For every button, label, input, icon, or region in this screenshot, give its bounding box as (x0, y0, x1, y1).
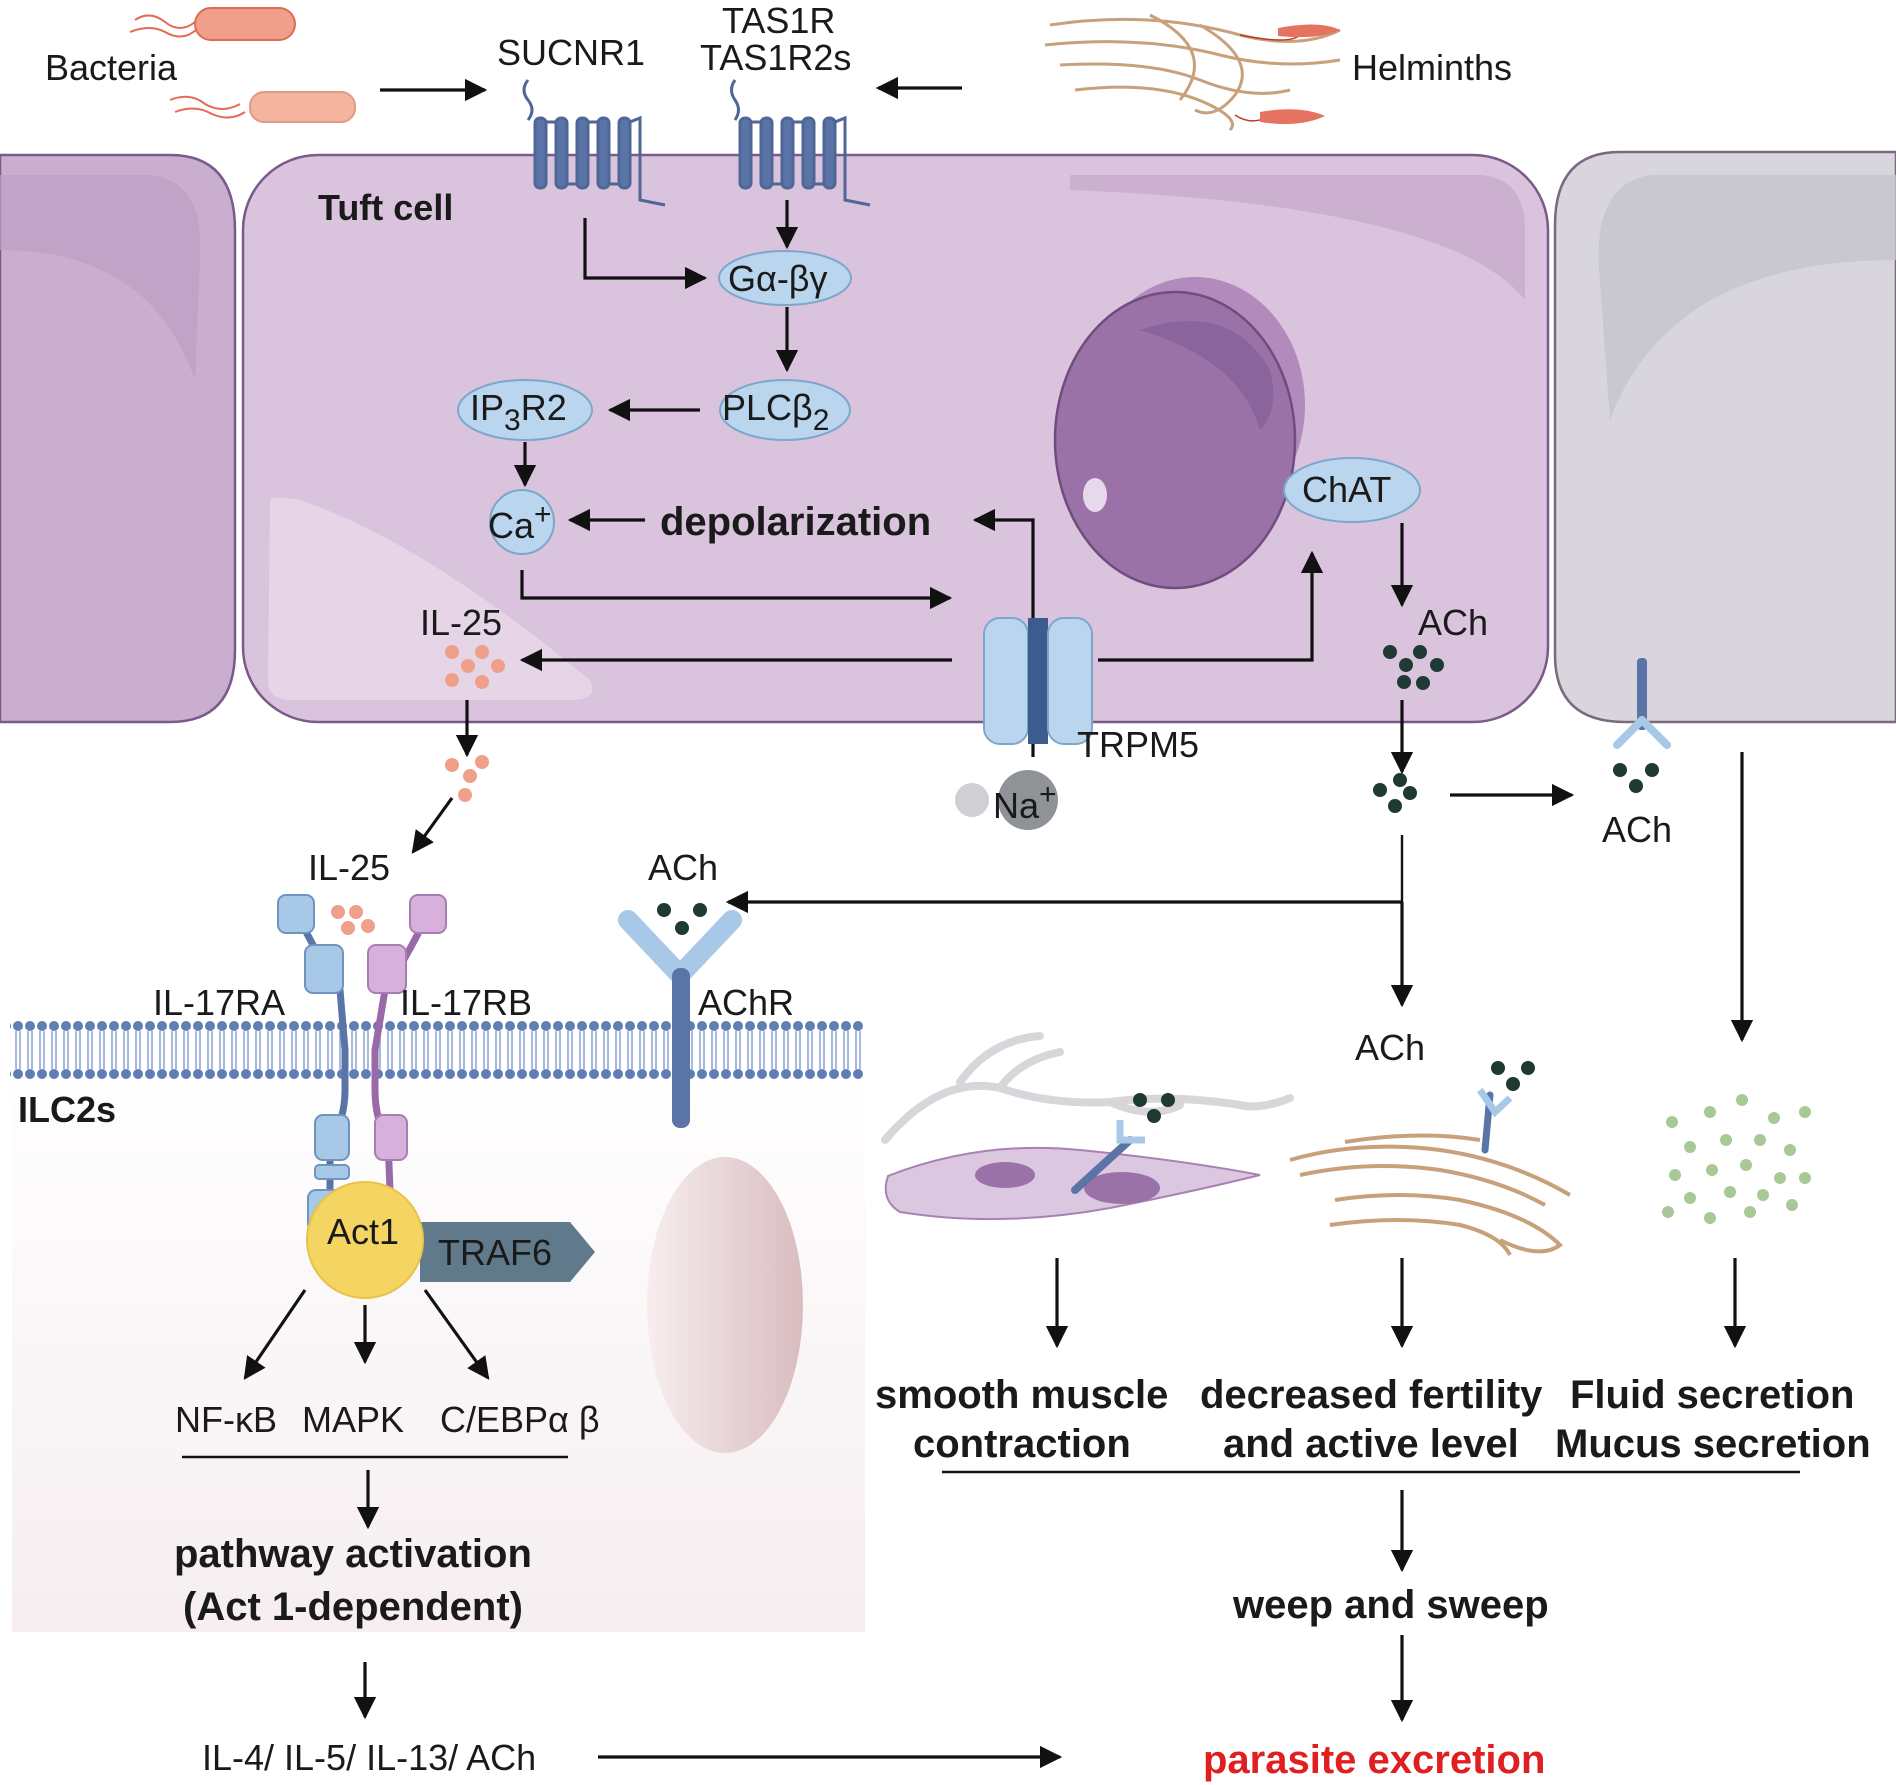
achr-label: AChR (698, 982, 794, 1023)
nucleus-shine (1140, 321, 1274, 430)
tuft-ach-dots (1383, 645, 1444, 690)
ip3r2-oval (457, 379, 593, 441)
depolarization-label: depolarization (660, 500, 931, 544)
traf6-shape (420, 1222, 595, 1282)
sucnr1-to-gprotein-arrow (583, 218, 708, 290)
ilc2-ach-dots (657, 903, 707, 935)
traf6-label: TRAF6 (438, 1232, 552, 1273)
sucnr1-label: SUCNR1 (497, 32, 645, 73)
cebp-label: C/EBPα β (440, 1399, 600, 1440)
pathway-line2: (Act 1-dependent) (183, 1585, 523, 1629)
tas1r-receptor-icon (730, 79, 871, 207)
secretion-dots-icon (1662, 1094, 1811, 1224)
left-neighbor-highlight (0, 175, 201, 380)
tuft-cell-title: Tuft cell (318, 187, 453, 228)
neighbor-ach-label: ACh (1602, 809, 1672, 850)
il25-released-dots (445, 755, 489, 802)
parasite-excretion-label: parasite excretion (1203, 1738, 1545, 1782)
tuft-il25-dots (445, 645, 505, 689)
act1-to-cebp-arrow (423, 1289, 490, 1380)
bacteria-label: Bacteria (45, 47, 178, 88)
act1-circle (306, 1181, 424, 1299)
tuft-cell-highlight-top (1070, 175, 1525, 300)
neighbor-ach-dots (1613, 763, 1659, 793)
sodium-label: Na+ (993, 778, 1057, 826)
sodium-ion (998, 770, 1058, 830)
calcium-circle (489, 489, 555, 555)
smooth-muscle-line2: contraction (913, 1422, 1131, 1466)
tuft-cell-highlight-bottom (268, 497, 593, 700)
fluid-line2: Mucus secretion (1555, 1422, 1871, 1466)
plc-oval (719, 379, 851, 441)
il25-to-receptor-arrow (411, 797, 454, 854)
released-ach-dots (1373, 773, 1417, 813)
helminth-head-2 (1260, 109, 1325, 124)
ilc2-il25-label: IL-25 (308, 847, 390, 888)
fluid-line1: Fluid secretion (1570, 1373, 1855, 1417)
act1-to-nfkb-arrow (243, 1289, 307, 1380)
smooth-muscle-ach-dots (1133, 1093, 1175, 1123)
smooth-muscle-icon (881, 1032, 1294, 1221)
il17rb-receptor-icon (367, 894, 447, 1191)
act1-label: Act1 (327, 1211, 399, 1252)
weep-sweep-label: weep and sweep (1232, 1583, 1549, 1627)
il17rb-label: IL-17RB (400, 982, 532, 1023)
trpm5-channel-icon (983, 617, 1093, 745)
chat-label: ChAT (1302, 469, 1391, 510)
nucleus-spot (1083, 478, 1107, 512)
neighbor-ach-receptor-icon (1613, 658, 1671, 749)
chat-oval (1283, 457, 1421, 523)
right-neighbor-highlight (1598, 175, 1896, 420)
il17ra-label: IL-17RA (153, 982, 285, 1023)
fertility-line2: and active level (1223, 1422, 1519, 1466)
calcium-label: Ca+ (488, 498, 552, 546)
trpm5-to-chat-arrow (1098, 550, 1324, 662)
worm-ach-dots (1491, 1061, 1535, 1091)
fertility-line1: decreased fertility (1200, 1373, 1543, 1417)
g-protein-oval (718, 250, 852, 306)
ilc2-title: ILC2s (18, 1089, 116, 1130)
tuft-il25-label: IL-25 (420, 602, 502, 643)
plc-label: PLCβ2 (722, 387, 829, 437)
trpm5-label: TRPM5 (1077, 724, 1199, 765)
ilc2-nucleus-icon (647, 1157, 803, 1453)
ip3r2-label: IP3R2 (470, 387, 567, 437)
nfkb-label: NF-κB (175, 1399, 277, 1440)
helminth-head-1 (1278, 24, 1340, 38)
ilc2-membrane (10, 1020, 865, 1080)
tas1r-label-1: TAS1R (722, 0, 835, 41)
ilc2-il25-dots (331, 905, 375, 935)
sodium-small-ion (955, 783, 989, 817)
mapk-label: MAPK (302, 1399, 404, 1440)
helminths-icon (1044, 13, 1341, 132)
worm-ach-receptor-icon (1477, 1088, 1513, 1154)
helminths-label: Helminths (1352, 47, 1512, 88)
tuft-ach-label: ACh (1418, 602, 1488, 643)
smooth-muscle-line1: smooth muscle (875, 1373, 1168, 1417)
ilc2-ach-label: ACh (648, 847, 718, 888)
g-protein-label: Gα-βγ (728, 258, 828, 299)
pathway-line1: pathway activation (174, 1532, 532, 1576)
cytokines-label: IL-4/ IL-5/ IL-13/ ACh (202, 1737, 536, 1778)
downstream-ach-label: ACh (1355, 1027, 1425, 1068)
helminth-worms-icon (1289, 1133, 1572, 1257)
achr-receptor-icon (618, 910, 742, 1128)
calcium-to-trpm5-arrow (520, 570, 953, 610)
bacteria-icon (129, 7, 356, 123)
sucnr1-receptor-icon (522, 79, 666, 207)
tas1r-label-2: TAS1R2s (700, 37, 851, 78)
